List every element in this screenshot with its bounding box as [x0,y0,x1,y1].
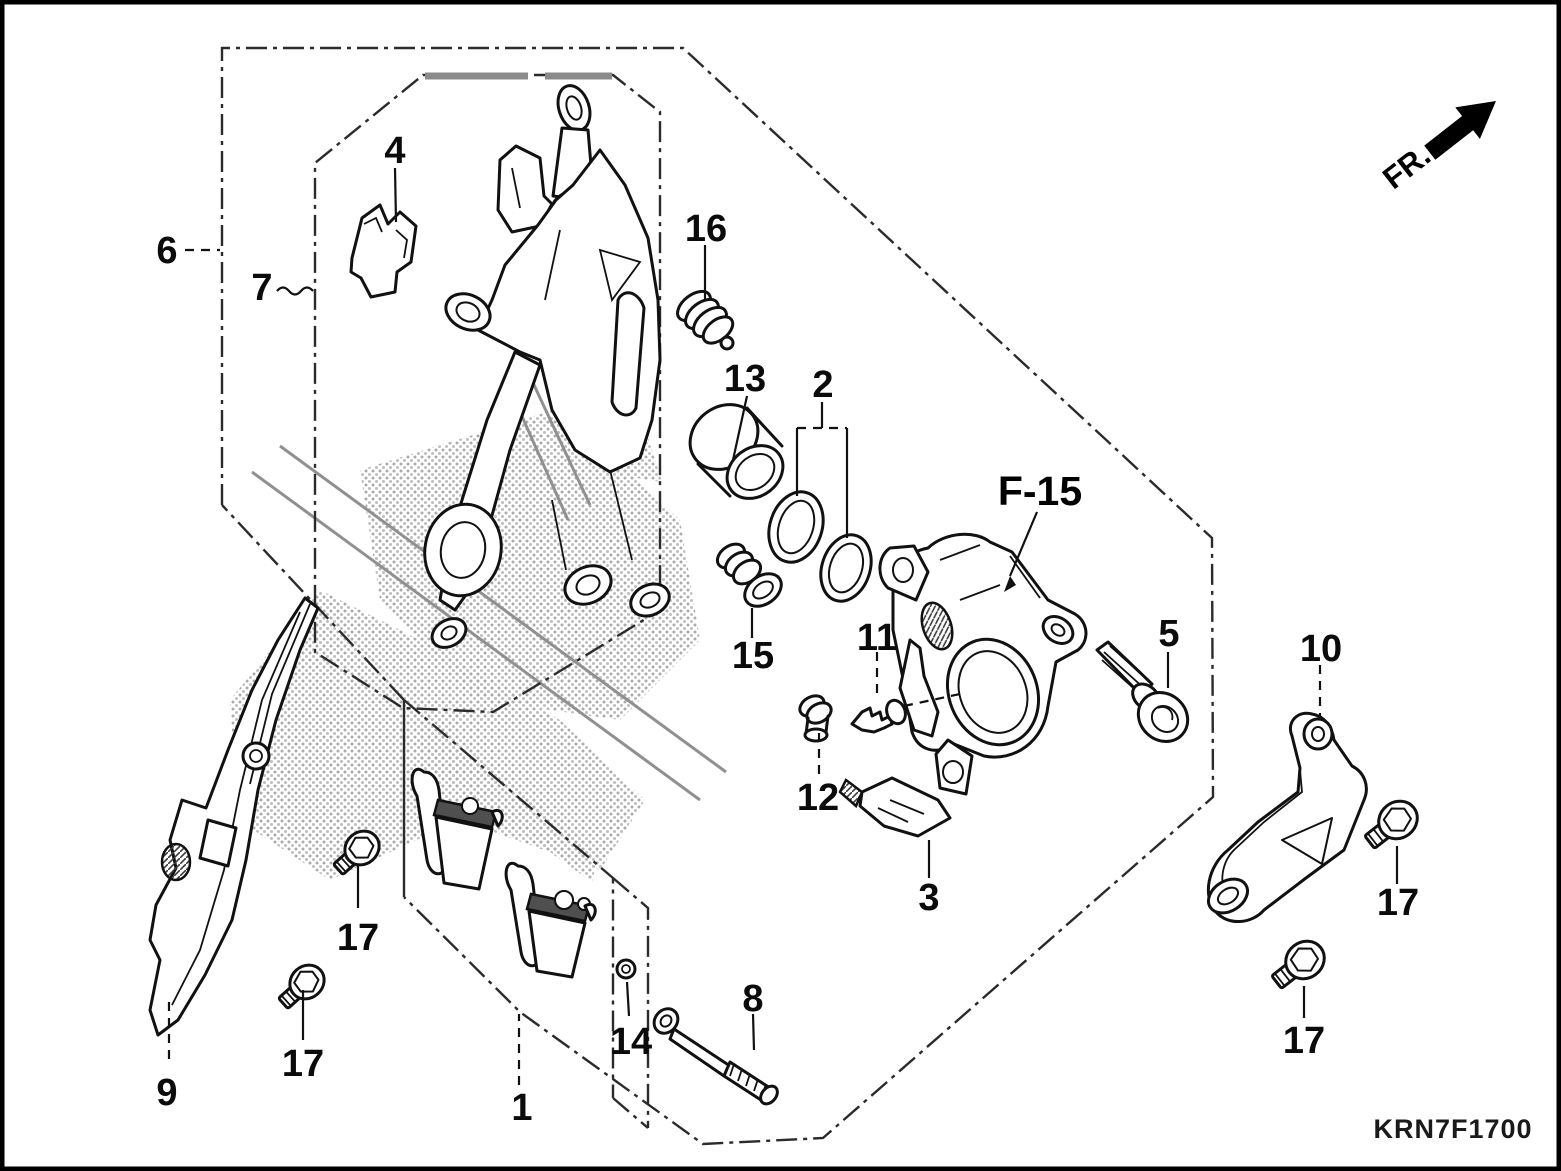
callout-13: 13 [724,358,766,400]
chain-guard [148,596,320,1037]
callout-9: 9 [156,1072,177,1114]
caliper-bracket-assembly [423,84,671,649]
pin-boot [715,542,783,608]
callout-6: 6 [156,230,177,272]
brake-pad-outer [410,768,504,891]
flange-bolt-left-upper [332,829,381,876]
brake-pad-inner [504,862,597,979]
frame-reference-label: F-15 [998,468,1082,514]
group-boxes [220,46,1215,1146]
callout-11: 11 [857,617,897,659]
callout-12: 12 [797,777,839,819]
caliper-pin-bolt [1095,640,1190,743]
callout-labels: 6 7 4 16 13 2 15 11 12 3 F-15 5 10 17 17… [156,130,1419,1129]
piston-seal-set [767,490,873,603]
flange-bolt-right-upper [1364,799,1419,850]
callout-17-left-lower: 17 [282,1043,324,1085]
callout-1: 1 [511,1087,532,1129]
callout-16: 16 [685,208,727,250]
callout-8: 8 [742,978,763,1020]
callout-5: 5 [1158,613,1179,655]
bleed-screw [850,698,907,734]
callout-14: 14 [610,1021,652,1063]
callout-7: 7 [251,267,272,309]
assembly-outline-box [220,46,1215,1146]
caliper-body [878,532,1088,796]
diagram-code: KRN7F1700 [1373,1114,1532,1144]
leader-lines [167,167,1399,1085]
pad-pin [652,1007,779,1106]
flange-bolt-left-lower [277,963,326,1010]
f15-arrowhead [1004,576,1016,592]
callout-15: 15 [732,635,774,677]
flange-bolt-right-lower [1271,939,1326,990]
fr-arrow-icon [1424,100,1496,160]
callout-17-left-upper: 17 [337,917,379,959]
bracket-sub-box [313,73,662,714]
callout-17-right-upper: 17 [1377,882,1419,924]
caliper-guard [1206,711,1368,923]
oring-box [612,877,650,1129]
o-ring [615,958,637,980]
callout-17-right-lower: 17 [1283,1020,1325,1062]
pad-spring [838,776,952,838]
pad-retainer-clip [349,203,418,299]
callout-10: 10 [1300,628,1342,670]
callout-2: 2 [812,364,833,406]
bleeder-cap [798,694,833,743]
bleed-valve-cap [676,289,735,351]
assembly-outline-box-edge [221,504,405,701]
callout-4: 4 [384,130,405,172]
callout-3: 3 [918,877,939,919]
